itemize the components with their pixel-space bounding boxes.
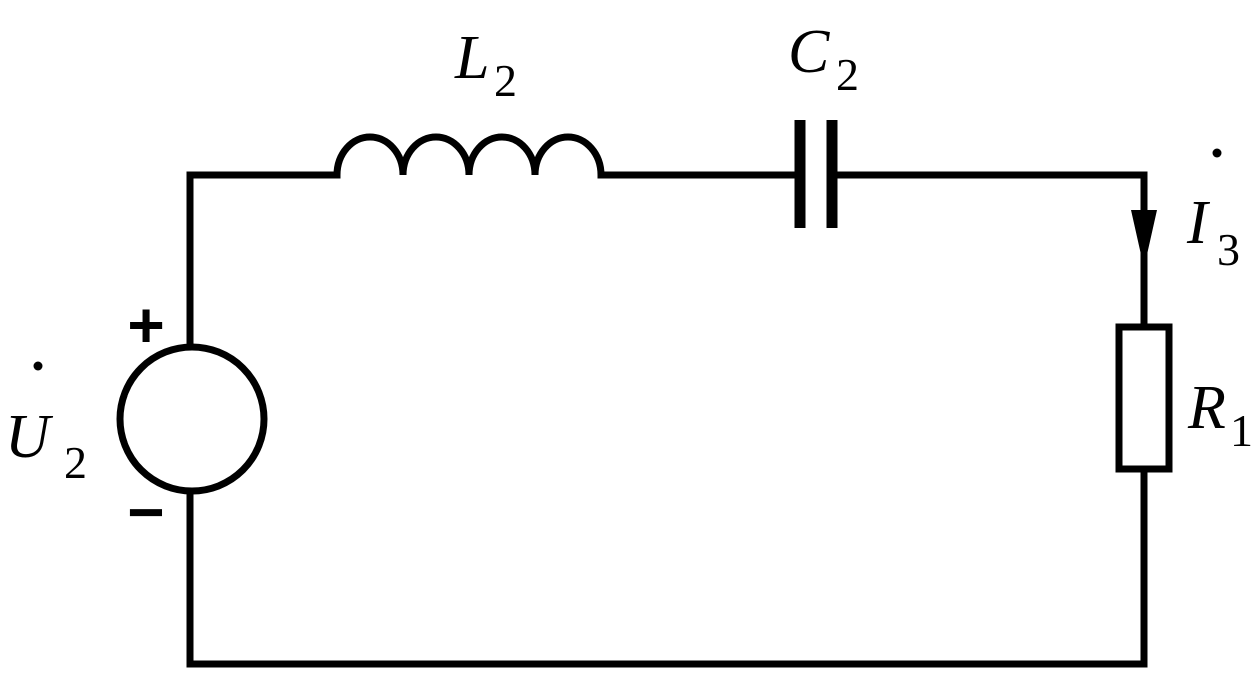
source-minus-sign: − (127, 476, 164, 548)
inductor-coil (333, 133, 605, 179)
capacitor-label-subscript: 2 (836, 49, 859, 100)
voltage-source (116, 343, 268, 495)
current-label: I (1186, 189, 1211, 257)
current-arrow (1131, 210, 1157, 268)
resistor-body (1115, 323, 1173, 473)
inductor-label-subscript: 2 (494, 55, 517, 106)
source-plus-sign: + (127, 289, 164, 361)
wire-top-right (828, 171, 1148, 329)
source-label-subscript: 2 (64, 437, 87, 488)
resistor-label-subscript: 1 (1230, 405, 1253, 456)
current-phasor-dot (1212, 148, 1222, 158)
current-label-subscript: 3 (1217, 224, 1240, 275)
capacitor-label: C (788, 18, 830, 86)
source-phasor-dot (33, 361, 43, 371)
resistor-label: R (1187, 374, 1226, 442)
inductor-label: L (454, 24, 489, 92)
source-label: U (5, 403, 54, 471)
